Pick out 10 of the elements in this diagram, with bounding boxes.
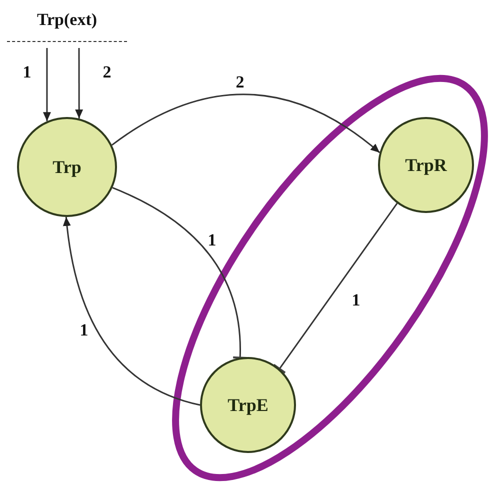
edge-label: 2 [234, 74, 246, 90]
node-circle: TrpE [200, 357, 296, 453]
arrow [112, 94, 380, 154]
node-circle: TrpR [378, 117, 474, 213]
arrow [42, 48, 51, 122]
arrow [75, 48, 84, 118]
node-circle: Trp [17, 117, 117, 217]
edge-label: 2 [100, 64, 114, 80]
arrow [63, 216, 200, 406]
node-label: Trp(ext) [7, 4, 127, 42]
